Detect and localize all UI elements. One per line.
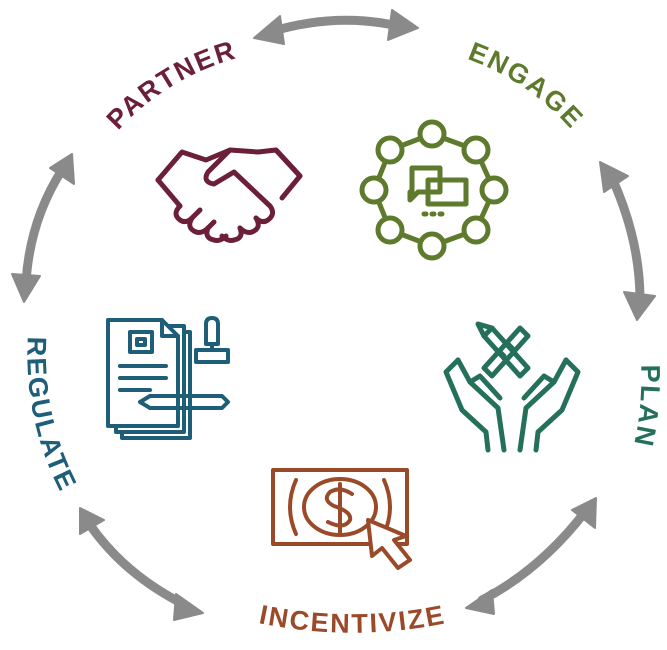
dollar-bill-cursor-icon bbox=[271, 468, 412, 570]
arrow-plan-incentivize bbox=[465, 497, 597, 615]
arrow-engage-plan bbox=[599, 161, 656, 321]
document-stamp-icon bbox=[106, 316, 230, 440]
arrows bbox=[11, 9, 656, 621]
label-incentivize: INCENTIVIZE bbox=[257, 599, 448, 638]
label-plan: PLAN bbox=[628, 364, 665, 450]
label-regulate: REGULATE bbox=[21, 336, 83, 496]
label-engage: ENGAGE bbox=[464, 36, 589, 134]
arrow-regulate-partner bbox=[11, 153, 75, 303]
label-partner: PARTNER bbox=[101, 35, 240, 135]
arrow-incentivize-regulate bbox=[79, 507, 204, 621]
network-chat-icon bbox=[359, 119, 509, 261]
handshake-icon bbox=[155, 147, 303, 243]
arrow-partner-engage bbox=[253, 9, 419, 45]
hands-ruler-pencil-icon bbox=[443, 321, 581, 453]
